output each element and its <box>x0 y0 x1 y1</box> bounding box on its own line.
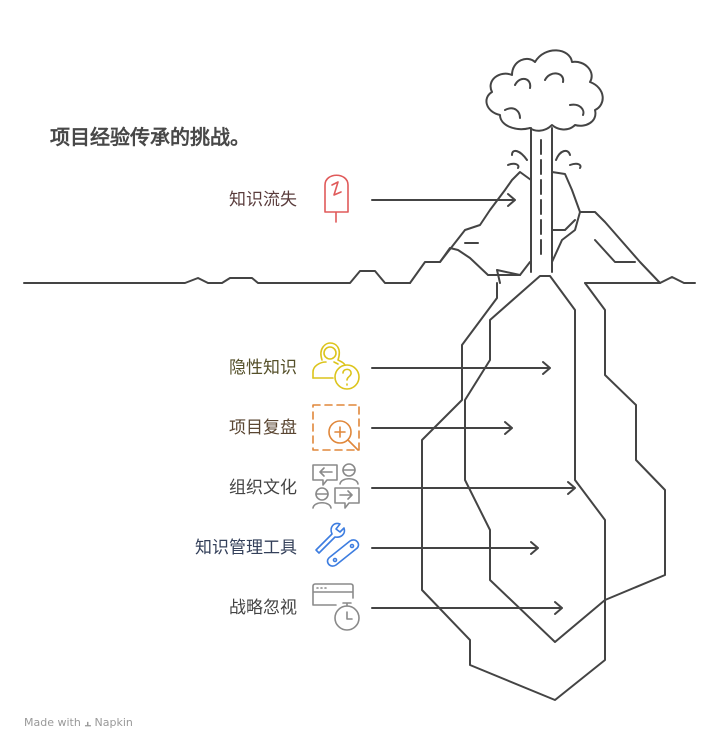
label-project-review: 项目复盘 <box>229 418 297 438</box>
arrow-km-tools <box>371 541 539 555</box>
napkin-brand[interactable]: Napkin <box>94 716 133 729</box>
arrow-org-culture <box>371 481 576 495</box>
arrow-strategic-neglect <box>371 601 563 615</box>
cloud <box>485 49 604 132</box>
label-org-culture: 组织文化 <box>229 478 297 498</box>
person-question-icon <box>312 342 360 390</box>
cloud-detail <box>504 72 585 119</box>
label-knowledge-loss: 知识流失 <box>229 190 297 210</box>
magma-chamber-outer <box>421 282 666 701</box>
made-with-text: Made with <box>24 716 81 729</box>
label-tacit-knowledge: 隐性知识 <box>229 358 297 378</box>
window-timer-icon <box>312 583 360 631</box>
arrow-project-review <box>371 421 513 435</box>
arrow-tacit-knowledge <box>371 361 551 375</box>
label-km-tools: 知识管理工具 <box>195 538 297 558</box>
page-title: 项目经验传承的挑战。 <box>50 125 250 149</box>
wrench-link-icon <box>315 522 360 567</box>
magma-chamber-inner <box>464 275 606 643</box>
arrow-knowledge-loss <box>371 193 516 207</box>
napkin-logo-icon: ⫠ <box>84 716 91 729</box>
people-chat-icon <box>312 463 360 509</box>
footer: Made with ⫠ Napkin <box>24 716 133 730</box>
arrows <box>371 193 576 615</box>
label-strategic-neglect: 战略忽视 <box>229 598 297 618</box>
volcano-cone <box>409 211 661 284</box>
popsicle-icon <box>324 174 349 223</box>
magnify-plus-icon <box>312 404 360 451</box>
volcano-cone-detail <box>464 189 636 284</box>
ground-line <box>23 270 696 284</box>
lava-splashes <box>507 149 582 169</box>
